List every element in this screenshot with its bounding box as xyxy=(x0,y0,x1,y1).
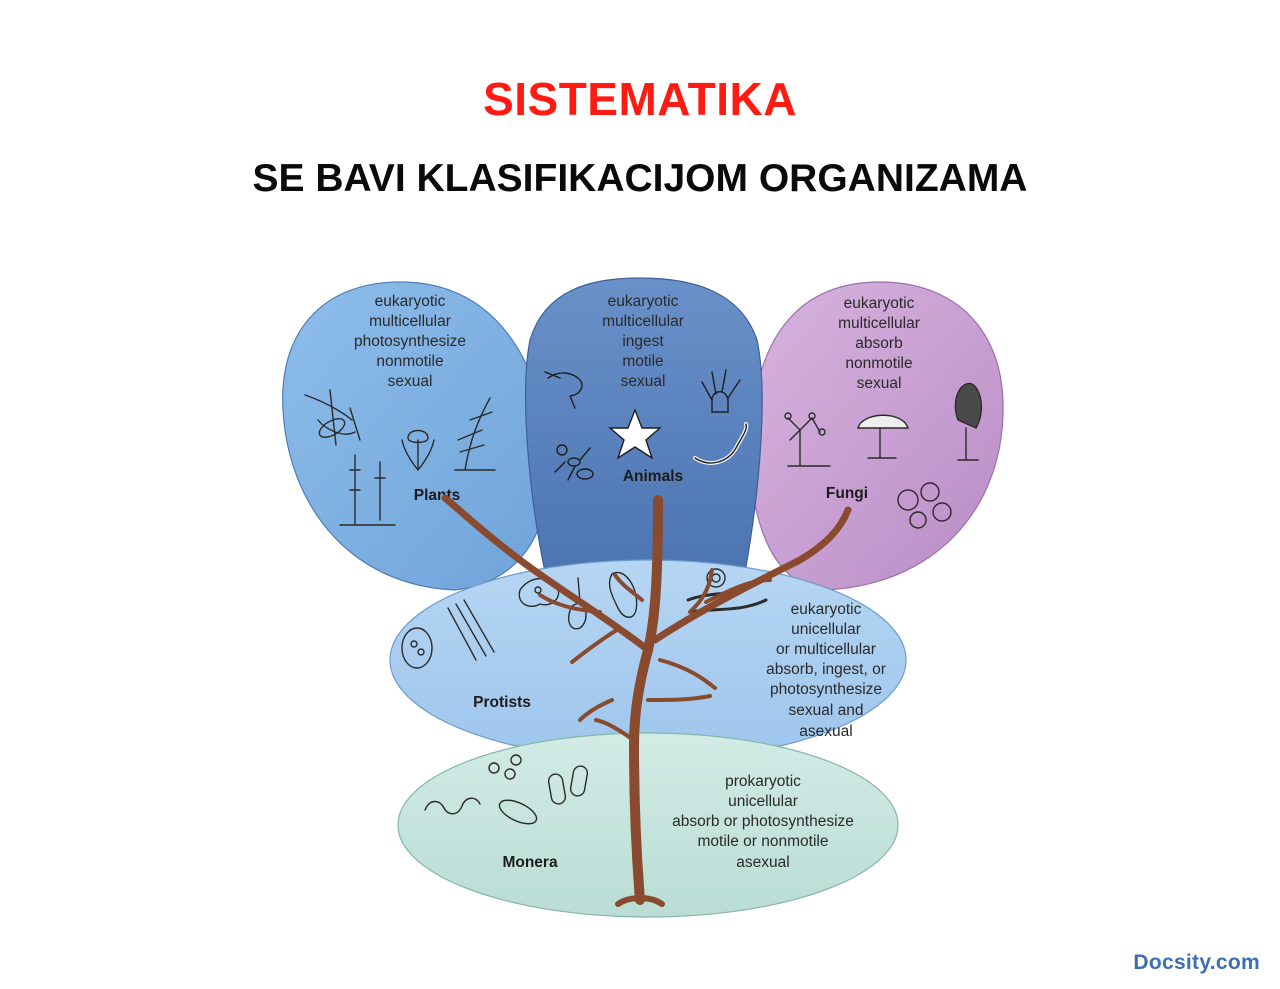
monera-label: Monera xyxy=(502,854,558,871)
protists-trait: sexual and xyxy=(789,702,864,719)
animals-traits: eukaryotic multicellular ingest motile s… xyxy=(602,293,684,390)
animals-trait: ingest xyxy=(622,333,664,350)
monera-organism-drawings xyxy=(424,754,589,825)
animals-trait: motile xyxy=(622,353,663,370)
plants-traits: eukaryotic multicellular photosynthesize… xyxy=(354,293,466,390)
evolutionary-tree xyxy=(441,494,852,907)
plants-trait: photosynthesize xyxy=(354,333,466,350)
monera-trait: unicellular xyxy=(728,793,798,810)
fungi-trait: multicellular xyxy=(838,315,920,332)
protists-trait: unicellular xyxy=(791,621,861,638)
page-title: SISTEMATIKA xyxy=(483,73,797,125)
fungi-trait: absorb xyxy=(855,335,902,352)
animals-trait: multicellular xyxy=(602,313,684,330)
fungi-trait: sexual xyxy=(857,375,902,392)
animals-region xyxy=(525,277,763,573)
animals-organism-drawings xyxy=(544,369,749,481)
plants-trait: multicellular xyxy=(369,313,451,330)
page-subtitle: SE BAVI KLASIFIKACIJOM ORGANIZAMA xyxy=(252,157,1028,200)
monera-trait: absorb or photosynthesize xyxy=(672,813,854,830)
fungi-traits: eukaryotic multicellular absorb nonmotil… xyxy=(838,295,920,392)
fungi-trait: eukaryotic xyxy=(844,295,915,312)
animals-label: Animals xyxy=(623,468,683,485)
protists-trait: absorb, ingest, or xyxy=(766,661,886,678)
docsity-watermark[interactable]: Docsity.com xyxy=(1133,951,1260,974)
plants-trait: sexual xyxy=(388,373,433,390)
plants-trait: eukaryotic xyxy=(375,293,446,310)
monera-traits: prokaryotic unicellular absorb or photos… xyxy=(672,773,854,871)
protists-trait: asexual xyxy=(799,723,852,740)
plants-organism-drawings xyxy=(304,389,496,526)
animals-trait: eukaryotic xyxy=(608,293,679,310)
protists-label: Protists xyxy=(473,694,531,711)
protists-trait: eukaryotic xyxy=(791,601,862,618)
monera-region xyxy=(397,732,899,918)
monera-trait: prokaryotic xyxy=(725,773,801,790)
monera-trait: asexual xyxy=(736,854,789,871)
fungi-organism-drawings xyxy=(784,382,983,529)
fungi-label: Fungi xyxy=(826,485,868,502)
protists-traits: eukaryotic unicellular or multicellular … xyxy=(766,601,886,740)
protists-trait: photosynthesize xyxy=(770,681,882,698)
plants-trait: nonmotile xyxy=(376,353,443,370)
animals-trait: sexual xyxy=(621,373,666,390)
fungi-trait: nonmotile xyxy=(845,355,912,372)
protists-trait: or multicellular xyxy=(776,641,876,658)
monera-trait: motile or nonmotile xyxy=(698,833,829,850)
